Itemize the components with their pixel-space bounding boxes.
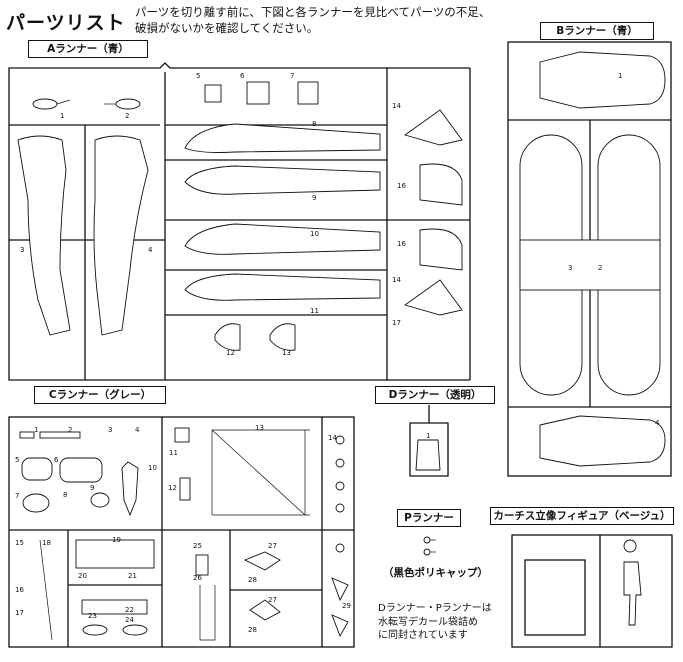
part-number: 5 — [196, 72, 200, 80]
runner-c-label: Cランナー（グレー） — [34, 386, 166, 404]
part-number: 11 — [169, 449, 178, 457]
part-number: 14 — [392, 276, 401, 284]
intro-line-2: 破損がないかを確認してください。 — [135, 21, 319, 35]
page-title: パーツリスト — [6, 12, 126, 34]
part-number: 12 — [168, 484, 177, 492]
part-number: 2 — [68, 426, 72, 434]
part-number: 21 — [128, 572, 137, 580]
decal-note-line-1: Dランナー・Pランナーは — [378, 603, 492, 614]
part-number: 10 — [148, 464, 157, 472]
part-number: 7 — [15, 492, 19, 500]
part-number: 7 — [290, 72, 294, 80]
runner-p-label: Pランナー — [397, 509, 461, 527]
part-number: 4 — [135, 426, 140, 434]
part-number: 20 — [78, 572, 87, 580]
runner-c-frame — [8, 416, 355, 648]
part-number: 1 — [618, 72, 622, 80]
part-number: 13 — [282, 349, 291, 357]
part-number: 19 — [112, 536, 121, 544]
runner-a-parts: 1 2 3 4 5 6 7 8 9 10 11 12 13 14 14 16 1… — [17, 72, 463, 357]
part-number: 1 — [34, 426, 38, 434]
part-number: 2 — [598, 264, 602, 272]
part-number: 17 — [15, 609, 24, 617]
part-number: 16 — [397, 240, 406, 248]
part-number: 26 — [193, 574, 202, 582]
part-number: 1 — [426, 432, 430, 440]
part-number: 3 — [20, 246, 24, 254]
part-number: 24 — [125, 616, 134, 624]
part-number: 9 — [312, 194, 316, 202]
runner-a-frame — [8, 62, 471, 381]
intro-line-1: パーツを切り離す前に、下図と各ランナーを見比べてパーツの不足、 — [135, 5, 491, 19]
part-number: 8 — [63, 491, 67, 499]
part-number: 4 — [655, 419, 660, 427]
part-number: 14 — [328, 434, 337, 442]
part-number: 27 — [268, 542, 277, 550]
runner-d-frame: 1 — [409, 405, 449, 477]
part-number: 16 — [397, 182, 406, 190]
decal-note-line-3: に同封されています — [378, 630, 468, 641]
part-number: 27 — [268, 596, 277, 604]
polycap-caption: （黒色ポリキャップ） — [383, 567, 488, 579]
part-number: 6 — [240, 72, 245, 80]
part-number: 4 — [148, 246, 153, 254]
part-number: 11 — [310, 307, 319, 315]
part-number: 28 — [248, 626, 257, 634]
part-number: 28 — [248, 576, 257, 584]
part-number: 1 — [60, 112, 64, 120]
part-number: 5 — [15, 456, 19, 464]
part-number: 10 — [310, 230, 319, 238]
part-number: 23 — [88, 612, 97, 620]
runner-a-label: Aランナー（青） — [28, 40, 148, 58]
runner-c-parts: 1 2 3 4 5 6 7 8 9 10 11 12 13 14 15 16 1… — [15, 424, 351, 641]
runner-b-parts: 1 2 3 4 — [519, 51, 666, 467]
figure-runner-label: カーチス立像フィギュア（ベージュ） — [490, 507, 674, 525]
figure-runner-frame — [511, 534, 673, 648]
part-number: 8 — [312, 120, 316, 128]
decal-note-line-2: 水転写デカール袋詰め — [378, 616, 478, 628]
part-number: 6 — [54, 456, 59, 464]
intro-text: パーツを切り離す前に、下図と各ランナーを見比べてパーツの不足、 破損がないかを確… — [135, 4, 535, 36]
part-number: 25 — [193, 542, 202, 550]
part-number: 13 — [255, 424, 264, 432]
part-number: 17 — [392, 319, 401, 327]
part-number: 3 — [108, 426, 112, 434]
runner-d-label: Dランナー（透明） — [375, 386, 495, 404]
decal-note: Dランナー・Pランナーは 水転写デカール袋詰め に同封されています — [378, 602, 492, 643]
part-number: 14 — [392, 102, 401, 110]
part-number: 3 — [568, 264, 572, 272]
part-number: 2 — [125, 112, 129, 120]
part-number: 18 — [42, 539, 51, 547]
part-number: 29 — [342, 602, 351, 610]
part-number: 15 — [15, 539, 24, 547]
runner-p-frame — [423, 536, 436, 556]
part-number: 9 — [90, 484, 94, 492]
runner-b-label: Bランナー（青） — [540, 22, 654, 40]
part-number: 22 — [125, 606, 134, 614]
part-number: 16 — [15, 586, 24, 594]
part-number: 12 — [226, 349, 235, 357]
